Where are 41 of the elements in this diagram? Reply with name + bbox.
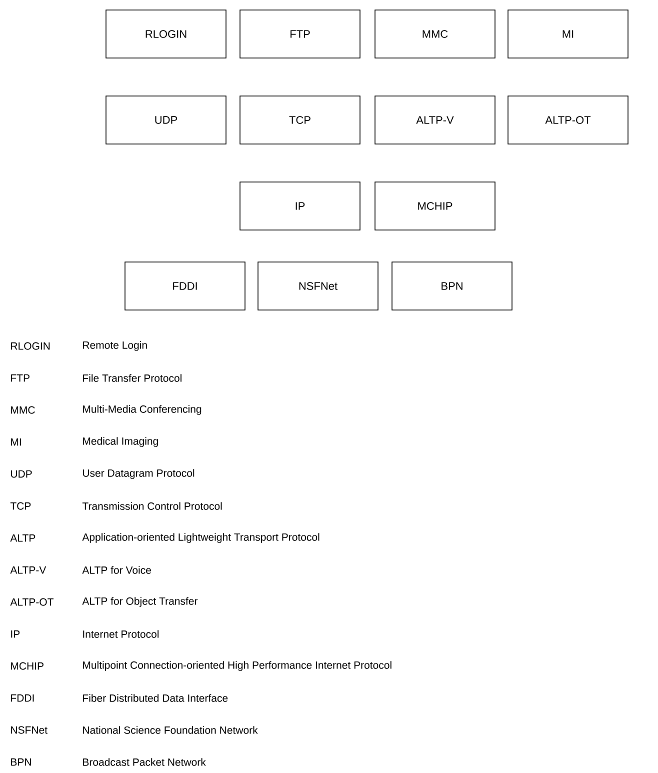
protocol-box: IP (240, 182, 360, 230)
abbreviation-meaning: Remote Login (83, 341, 147, 351)
protocol-box: TCP (240, 96, 360, 144)
abbreviation-meaning: Medical Imaging (83, 437, 158, 447)
abbreviation-meaning: Broadcast Packet Network (83, 758, 206, 766)
abbreviation: MI (11, 438, 21, 446)
protocol-box: RLOGIN (106, 10, 226, 58)
abbreviation: ALTP (10, 534, 36, 542)
abbreviation-meaning: Internet Protocol (83, 630, 159, 638)
abbreviation: FDDI (11, 694, 34, 702)
abbreviation-meaning: Fiber Distributed Data Interface (83, 694, 228, 702)
abbreviation-meaning: Multipoint Connection-oriented High Performance Internet Protocol (83, 661, 392, 671)
abbreviation-meaning: File Transfer Protocol (83, 374, 182, 382)
abbreviation: MCHIP (11, 662, 44, 670)
protocol-box: BPN (392, 262, 512, 310)
protocol-box: NSFNet (258, 262, 378, 310)
abbreviation-meaning: ALTP for Voice (82, 566, 151, 574)
abbreviation-meaning: Transmission Control Protocol (82, 502, 222, 510)
protocol-box: FTP (240, 10, 360, 58)
protocol-box: ALTP-V (374, 96, 496, 144)
protocol-box: FDDI (124, 262, 246, 310)
abbreviation-meaning: Multi-Media Conferencing (83, 405, 202, 415)
abbreviation: ALTP-V (10, 566, 46, 574)
abbreviation: NSFNet (11, 726, 48, 734)
abbreviation: MMC (11, 406, 35, 414)
abbreviation-meaning: ALTP for Object Transfer (82, 597, 198, 607)
abbreviation: RLOGIN (11, 342, 50, 350)
protocol-box: ALTP-OT (508, 96, 628, 144)
abbreviation: IP (11, 630, 20, 638)
protocol-box: MMC (374, 10, 496, 58)
abbreviation: FTP (11, 374, 30, 382)
abbreviation: TCP (10, 502, 31, 510)
protocol-box: MI (508, 10, 628, 58)
abbreviation-meaning: National Science Foundation Network (83, 726, 258, 734)
abbreviation-meaning: User Datagram Protocol (83, 469, 194, 479)
abbreviation: ALTP-OT (10, 598, 54, 606)
abbreviation-meaning: Application-oriented Lightweight Transport Protocol (82, 533, 320, 543)
abbreviation: UDP (11, 470, 32, 478)
protocol-box: MCHIP (374, 182, 496, 230)
protocol-box: UDP (106, 96, 226, 144)
abbreviation: BPN (11, 758, 31, 766)
